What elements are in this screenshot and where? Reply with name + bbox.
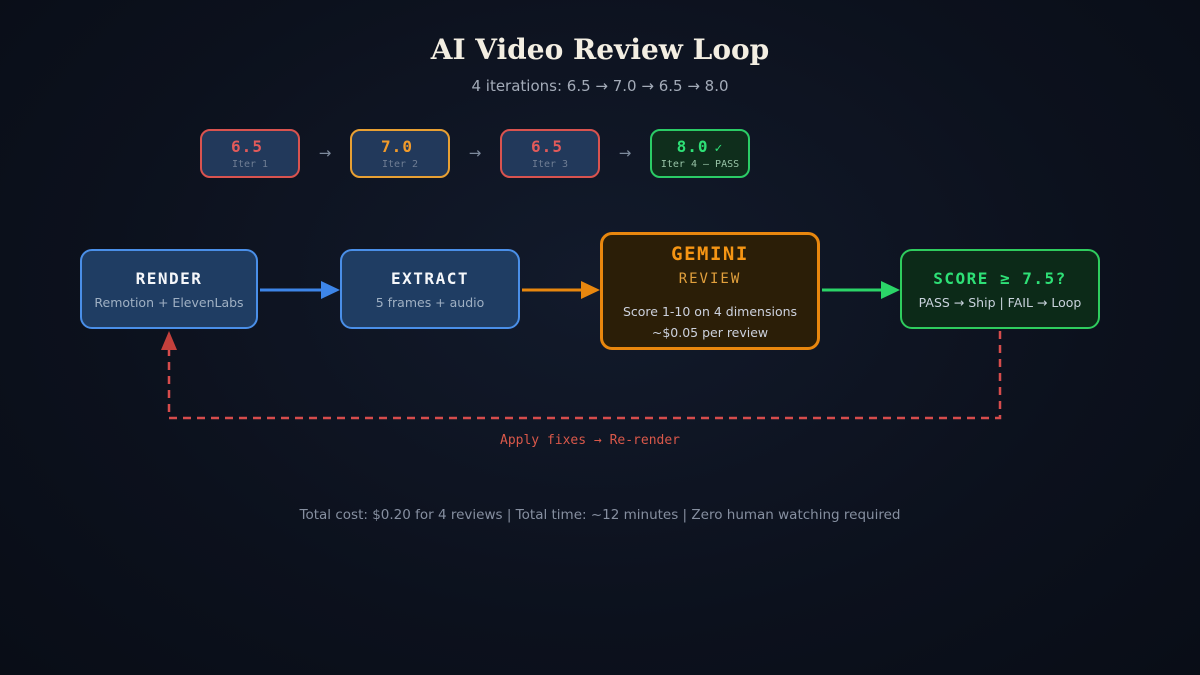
checkmark-icon: ✓ <box>714 141 724 156</box>
flow-node-extract: EXTRACT 5 frames + audio <box>340 249 520 329</box>
iteration-chip-2: 7.0 Iter 2 <box>350 129 450 178</box>
iteration-score: 7.0 <box>381 137 413 156</box>
iteration-chip-4: 8.0✓ Iter 4 — PASS <box>650 129 750 178</box>
node-title: RENDER <box>135 268 203 288</box>
right-arrow-glyph: → <box>618 144 632 162</box>
iteration-label: Iter 4 — PASS <box>660 159 740 170</box>
node-description: Score 1-10 on 4 dimensions <box>622 303 798 319</box>
node-description: PASS → Ship | FAIL → Loop <box>918 294 1082 310</box>
iteration-score: 6.5 <box>231 137 263 156</box>
node-subtitle: REVIEW <box>678 270 742 287</box>
feedback-loop-label: Apply fixes → Re-render <box>499 433 681 448</box>
arrow-extract-to-gemini <box>522 281 600 299</box>
footer-stats: Total cost: $0.20 for 4 reviews | Total … <box>299 507 901 523</box>
iteration-label: Iter 1 <box>231 159 269 170</box>
iteration-label: Iter 2 <box>381 159 419 170</box>
node-description: Remotion + ElevenLabs <box>94 294 244 310</box>
node-description: ~$0.05 per review <box>651 324 769 340</box>
arrow-gemini-to-score <box>822 281 900 299</box>
right-arrow-glyph: → <box>468 144 482 162</box>
flow-node-score-check: SCORE ≥ 7.5? PASS → Ship | FAIL → Loop <box>900 249 1100 329</box>
feedback-loop-arrow <box>161 331 1002 420</box>
iteration-chip-3: 6.5 Iter 3 <box>500 129 600 178</box>
flow-node-gemini-review: GEMINI REVIEW Score 1-10 on 4 dimensions… <box>600 232 820 350</box>
iteration-label: Iter 3 <box>531 159 569 170</box>
node-title: GEMINI <box>671 242 749 265</box>
iteration-score: 6.5 <box>531 137 563 156</box>
node-title: EXTRACT <box>391 268 469 288</box>
node-description: 5 frames + audio <box>375 294 485 310</box>
page-title: AI Video Review Loop <box>430 33 770 66</box>
node-title: SCORE ≥ 7.5? <box>933 268 1067 288</box>
right-arrow-glyph: → <box>318 144 332 162</box>
flow-node-render: RENDER Remotion + ElevenLabs <box>80 249 258 329</box>
iteration-chip-1: 6.5 Iter 1 <box>200 129 300 178</box>
page-subtitle: 4 iterations: 6.5 → 7.0 → 6.5 → 8.0 <box>471 77 729 95</box>
arrow-render-to-extract <box>260 281 340 299</box>
iteration-score: 8.0✓ <box>676 137 724 156</box>
